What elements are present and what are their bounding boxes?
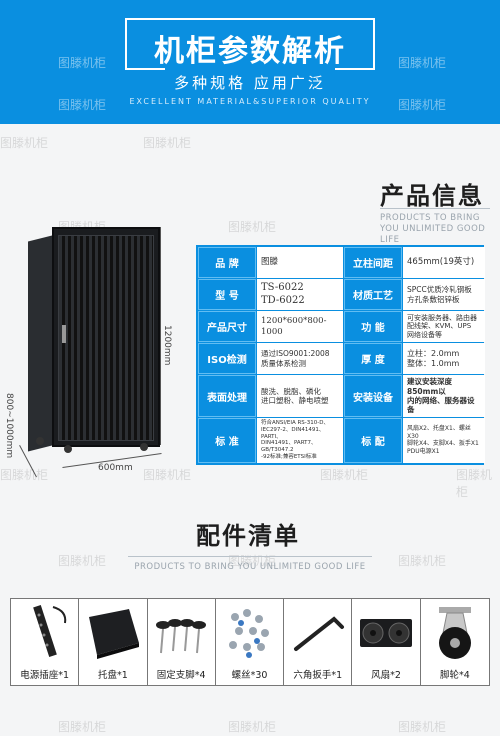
accessory-item: 托盘*1 bbox=[79, 599, 148, 685]
product-info-english: PRODUCTS TO BRING YOU UNLIMITED GOOD LIF… bbox=[380, 213, 486, 246]
accessory-item: 螺丝*30 bbox=[216, 599, 285, 685]
heading-divider bbox=[380, 208, 490, 209]
watermark: 图滕机柜 bbox=[398, 554, 447, 568]
subtitle-line-left bbox=[125, 68, 165, 70]
watermark: 图滕机柜 bbox=[58, 56, 107, 70]
watermark: 图滕机柜 bbox=[0, 136, 49, 150]
height-dimension: 1200mm bbox=[162, 325, 172, 366]
watermark: 图滕机柜 bbox=[398, 720, 447, 734]
spec-table: 品 牌 图滕 立柱间距 465mm(19英寸) 型 号 TS-6022 TD-6… bbox=[196, 245, 485, 465]
depth-dimension: 800~1000mm bbox=[4, 393, 14, 459]
watermark: 图滕机柜 bbox=[320, 468, 369, 482]
hex-key-icon bbox=[290, 603, 346, 663]
accessory-item: 六角扳手*1 bbox=[284, 599, 353, 685]
spec-label: 立柱间距 bbox=[344, 247, 402, 279]
fan-icon bbox=[358, 603, 414, 663]
pdu-icon bbox=[17, 603, 73, 663]
spec-value: 风扇X2、托盘X1、螺丝X30 脚轮X4、支脚X4、扳手X1 PDU电源X1 bbox=[403, 417, 485, 463]
spec-value: 1200*600*800-1000 bbox=[257, 311, 343, 343]
spec-label: 表面处理 bbox=[198, 375, 256, 417]
accessory-label: 脚轮*4 bbox=[439, 670, 470, 681]
spec-value: 图滕 bbox=[257, 247, 343, 279]
spec-value: 可安装服务器、路由器 配线架、KVM、UPS 网络设备等 bbox=[403, 311, 485, 343]
accessory-item: 脚轮*4 bbox=[421, 599, 489, 685]
watermark: 图滕机柜 bbox=[58, 98, 107, 112]
accessory-label: 电源插座*1 bbox=[20, 670, 70, 681]
spec-value: 建议安装深度850mm以 内的网络、服务器设备 bbox=[403, 375, 485, 417]
spec-value: TS-6022 TD-6022 bbox=[257, 279, 343, 311]
spec-grid: 品 牌 图滕 立柱间距 465mm(19英寸) 型 号 TS-6022 TD-6… bbox=[198, 247, 485, 463]
spec-label: 标 配 bbox=[344, 417, 402, 463]
caster-icon bbox=[427, 603, 483, 663]
cabinet-mesh-door bbox=[58, 235, 154, 441]
spec-label: 标 准 bbox=[198, 417, 256, 463]
spec-label: 品 牌 bbox=[198, 247, 256, 279]
title-frame bbox=[125, 18, 375, 68]
accessory-label: 六角扳手*1 bbox=[293, 670, 343, 681]
cabinet-handle bbox=[62, 325, 66, 343]
accessory-item: 风扇*2 bbox=[352, 599, 421, 685]
page-title: 机柜参数解析 bbox=[154, 34, 346, 69]
accessories-title: 配件清单 bbox=[196, 522, 300, 550]
accessories-list: 电源插座*1 托盘*1 固定支脚*4 螺丝*30 bbox=[10, 598, 490, 686]
tray-icon bbox=[85, 603, 141, 663]
spec-label: 功 能 bbox=[344, 311, 402, 343]
hero-banner: 机柜参数解析 多种规格 应用广泛 EXCELLENT MATERIAL&SUPE… bbox=[0, 0, 500, 124]
caster-wheel bbox=[36, 437, 44, 445]
watermark: 图滕机柜 bbox=[58, 720, 107, 734]
spec-value: SPCC优质冷轧钢板 方孔条敷铝锌板 bbox=[403, 279, 485, 311]
screws-icon bbox=[221, 603, 277, 663]
hero-english: EXCELLENT MATERIAL&SUPERIOR QUALITY bbox=[129, 97, 371, 106]
product-info-title: 产品信息 bbox=[380, 182, 484, 210]
accessory-item: 固定支脚*4 bbox=[148, 599, 216, 685]
accessory-label: 托盘*1 bbox=[98, 670, 128, 681]
spec-value: 立柱：2.0mm 整体：1.0mm bbox=[403, 343, 485, 375]
accessory-label: 固定支脚*4 bbox=[156, 670, 206, 681]
spec-value: 酸洗、脱脂、磷化 进口塑粉、静电喷塑 bbox=[257, 375, 343, 417]
watermark: 图滕机柜 bbox=[58, 554, 107, 568]
watermark: 图滕机柜 bbox=[228, 554, 277, 568]
accessories-english: PRODUCTS TO BRING YOU UNLIMITED GOOD LIF… bbox=[134, 562, 366, 572]
accessory-label: 风扇*2 bbox=[371, 670, 401, 681]
cabinet-side-panel bbox=[28, 235, 54, 452]
watermark: 图滕机柜 bbox=[228, 720, 277, 734]
watermark: 图滕机柜 bbox=[228, 220, 277, 234]
spec-value: 465mm(19英寸) bbox=[403, 247, 485, 279]
accessory-item: 电源插座*1 bbox=[11, 599, 80, 685]
spec-label: 安装设备 bbox=[344, 375, 402, 417]
page-subtitle: 多种规格 应用广泛 bbox=[174, 74, 326, 92]
cabinet-illustration: 1200mm 800~1000mm 600mm bbox=[0, 215, 190, 485]
accessory-label: 螺丝*30 bbox=[231, 670, 268, 681]
caster-wheel bbox=[140, 443, 148, 451]
spec-value: 通过ISO9001:2008 质量体系检测 bbox=[257, 343, 343, 375]
watermark: 图滕机柜 bbox=[398, 56, 447, 70]
spec-label: 型 号 bbox=[198, 279, 256, 311]
spec-label: ISO检测 bbox=[198, 343, 256, 375]
watermark: 图滕机柜 bbox=[398, 98, 447, 112]
spec-value: 符合ANSI/EIA RS-310-D、 IEC297-2、DIN41491、P… bbox=[257, 417, 343, 463]
spec-label: 材质工艺 bbox=[344, 279, 402, 311]
watermark: 图滕机柜 bbox=[143, 468, 192, 482]
watermark: 图滕机柜 bbox=[143, 136, 192, 150]
heading-divider bbox=[128, 556, 372, 557]
spec-label: 产品尺寸 bbox=[198, 311, 256, 343]
caster-wheel bbox=[64, 445, 72, 453]
subtitle-line-right bbox=[335, 68, 375, 70]
watermark: 图滕机柜 bbox=[456, 468, 493, 499]
foot-icon bbox=[153, 603, 209, 663]
spec-label: 厚 度 bbox=[344, 343, 402, 375]
watermark: 图滕机柜 bbox=[0, 468, 49, 482]
width-dimension: 600mm bbox=[98, 463, 133, 473]
height-dimension-line bbox=[160, 227, 161, 445]
